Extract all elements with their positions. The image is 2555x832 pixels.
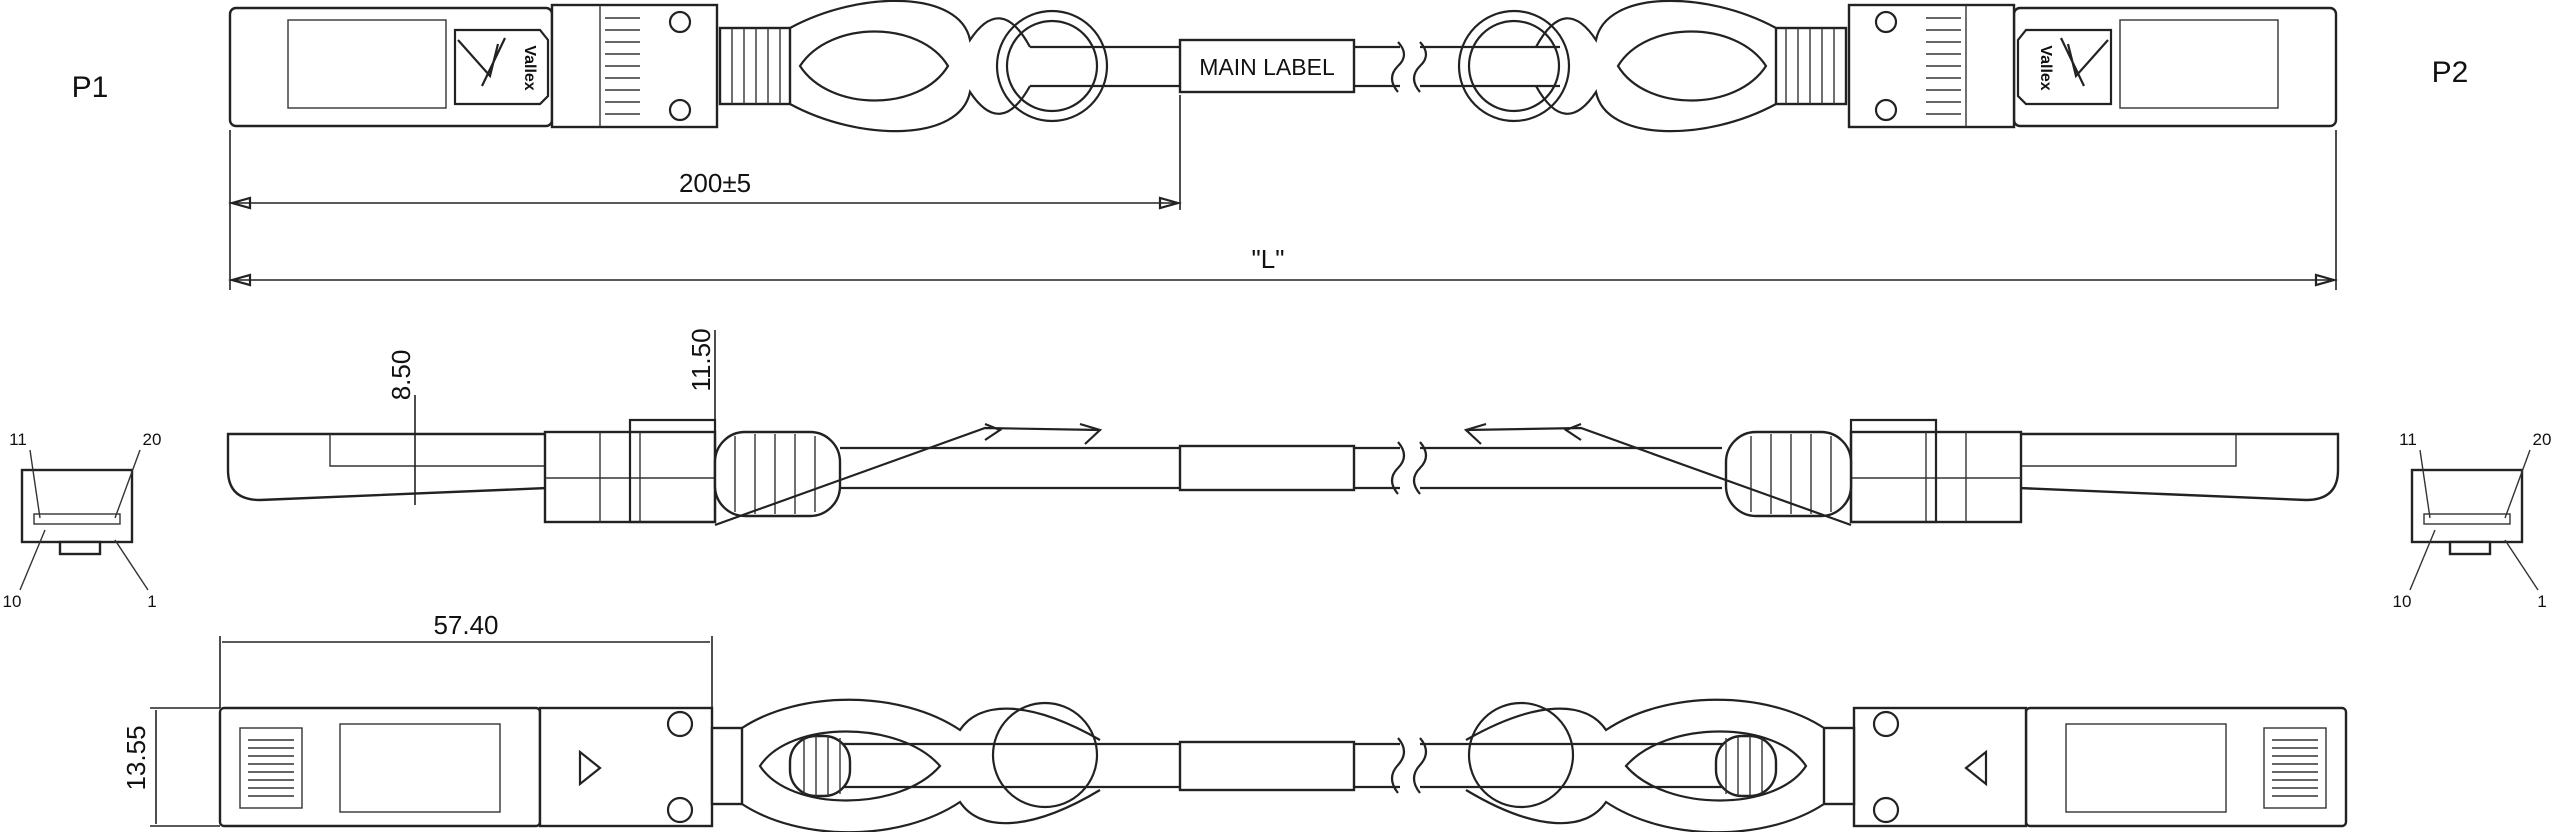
- pin-10-right: 10: [2393, 592, 2412, 611]
- top-view: MAIN LABEL Vallex: [72, 0, 2469, 133]
- dimension-height-2: 11.50: [686, 328, 716, 391]
- pin-10-left: 10: [3, 592, 22, 611]
- main-label-text: MAIN LABEL: [1199, 54, 1335, 80]
- p2-connector-top: [1457, 0, 2338, 133]
- dimension-plug-length: 57.40: [433, 610, 498, 640]
- pin-11-right: 11: [2399, 430, 2417, 449]
- p2-connector-side: [1463, 418, 2340, 527]
- bottom-view: 57.40 13.55: [121, 610, 2348, 832]
- dimension-cable-length: "L": [1252, 244, 1285, 274]
- p1-connector-side: [226, 418, 1103, 527]
- p1-connector-top: Vallex: [228, 0, 1109, 133]
- port-label-p2: P2: [2432, 56, 2469, 89]
- p2-connector-bottom: [1465, 698, 2348, 832]
- pin-20-right: 20: [2533, 430, 2552, 449]
- side-view: 8.50 11.50: [226, 328, 2340, 527]
- brand-logo-p1: Vallex: [521, 45, 538, 90]
- brand-logo-p2: Vallex: [2037, 45, 2054, 90]
- pin-20-left: 20: [143, 430, 162, 449]
- length-dimensions: 200±5 "L": [227, 95, 2339, 290]
- dimension-label-offset: 200±5: [679, 168, 751, 198]
- end-view-left: 11 20 10 1: [3, 430, 162, 611]
- pin-11-left: 11: [9, 430, 27, 449]
- port-label-p1: P1: [72, 71, 109, 104]
- pin-1-right: 1: [2537, 592, 2546, 611]
- dimension-height-1: 8.50: [386, 350, 416, 401]
- pin-1-left: 1: [147, 592, 156, 611]
- p1-connector-bottom: [218, 698, 1101, 832]
- main-label-sleeve: [1178, 38, 1356, 94]
- dimension-plug-width: 13.55: [121, 725, 151, 790]
- end-view-right: 11 20 10 1: [2393, 430, 2552, 611]
